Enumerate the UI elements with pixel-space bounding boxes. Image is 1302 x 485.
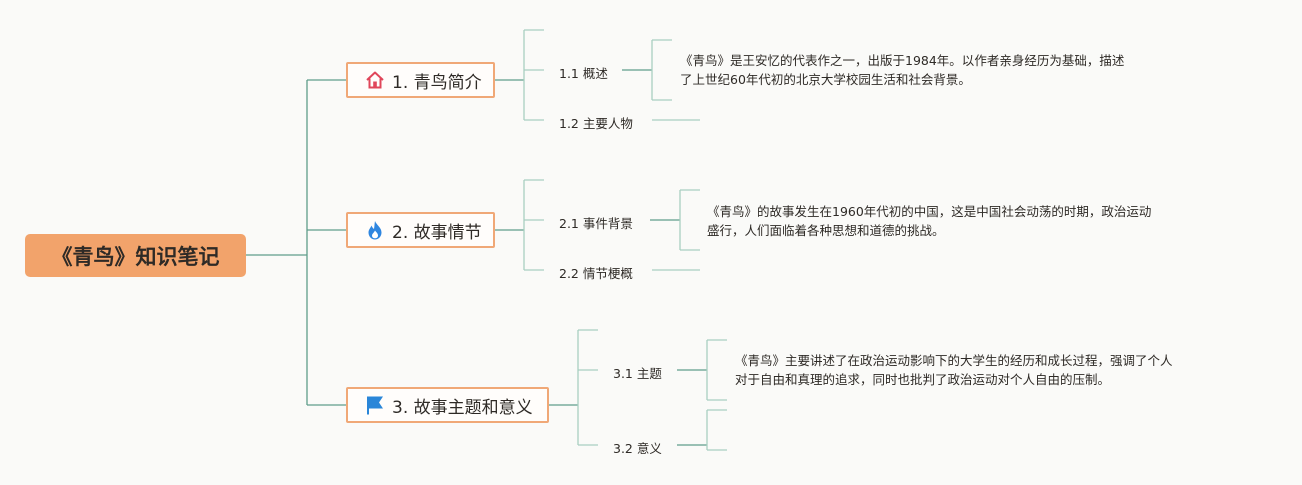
note-line: 《青鸟》是王安忆的代表作之一，出版于1984年。以作者亲身经历为基础，描述 — [680, 53, 1125, 68]
subtopic-overview[interactable]: 1.1 概述 — [559, 66, 608, 81]
subtopic-significance[interactable]: 3.2 意义 — [613, 441, 662, 456]
topic-theme[interactable]: 3. 故事主题和意义 — [346, 387, 549, 423]
topic-label: 2. 故事情节 — [392, 222, 482, 243]
note-line: 《青鸟》主要讲述了在政治运动影响下的大学生的经历和成长过程，强调了个人 — [735, 353, 1173, 368]
topic-label: 1. 青鸟简介 — [392, 72, 482, 93]
flag-icon — [364, 394, 386, 416]
note-line: 盛行，人们面临着各种思想和道德的挑战。 — [707, 223, 945, 238]
subtopic-synopsis[interactable]: 2.2 情节梗概 — [559, 266, 633, 281]
topic-label: 3. 故事主题和意义 — [392, 397, 533, 418]
house-icon — [364, 69, 386, 91]
note-theme[interactable]: 《青鸟》主要讲述了在政治运动影响下的大学生的经历和成长过程，强调了个人 对于自由… — [735, 351, 1173, 389]
note-line: 了上世纪60年代初的北京大学校园生活和社会背景。 — [680, 72, 971, 87]
topic-intro[interactable]: 1. 青鸟简介 — [346, 62, 495, 98]
root-title: 《青鸟》知识笔记 — [51, 244, 220, 269]
note-overview[interactable]: 《青鸟》是王安忆的代表作之一，出版于1984年。以作者亲身经历为基础，描述 了上… — [680, 51, 1124, 89]
topic-plot[interactable]: 2. 故事情节 — [346, 212, 495, 248]
subtopic-characters[interactable]: 1.2 主要人物 — [559, 116, 633, 131]
root-topic[interactable]: 《青鸟》知识笔记 — [25, 234, 246, 277]
note-line: 对于自由和真理的追求，同时也批判了政治运动对个人自由的压制。 — [735, 372, 1111, 387]
subtopic-background[interactable]: 2.1 事件背景 — [559, 216, 633, 231]
subtopic-theme[interactable]: 3.1 主题 — [613, 366, 662, 381]
note-line: 《青鸟》的故事发生在1960年代初的中国，这是中国社会动荡的时期，政治运动 — [707, 204, 1152, 219]
flame-icon — [364, 219, 386, 241]
note-background[interactable]: 《青鸟》的故事发生在1960年代初的中国，这是中国社会动荡的时期，政治运动 盛行… — [707, 202, 1151, 240]
